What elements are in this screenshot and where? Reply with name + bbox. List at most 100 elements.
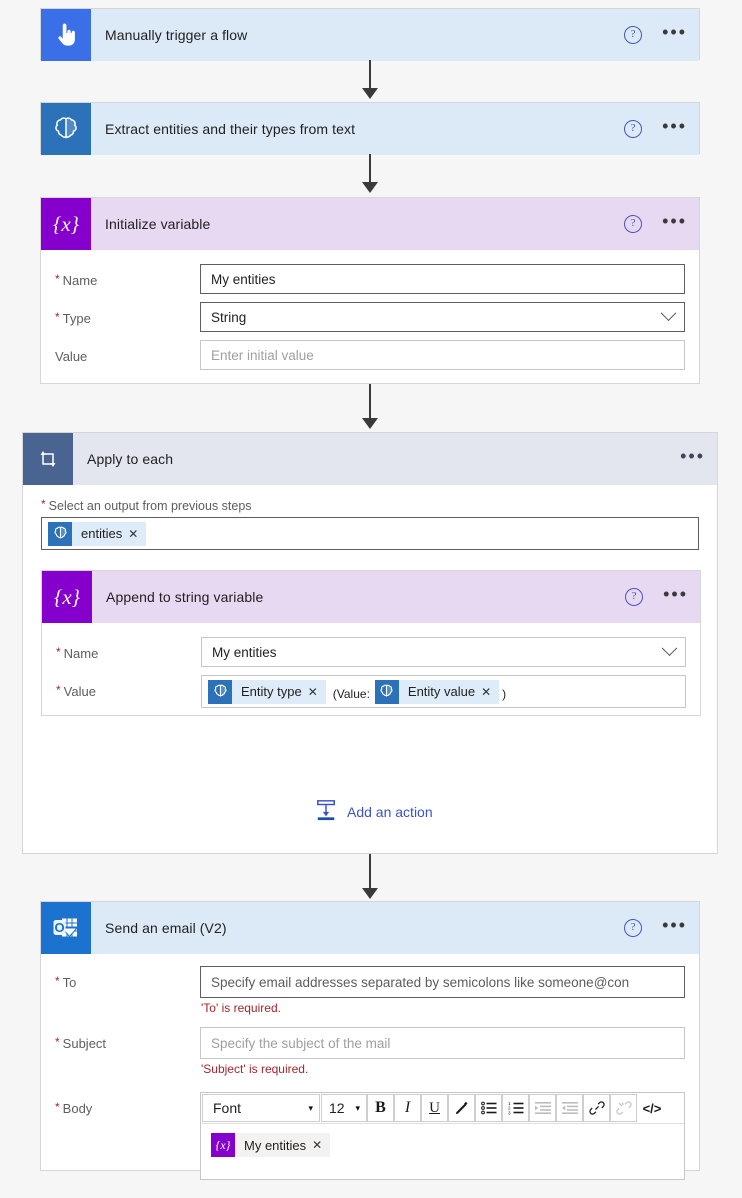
help-icon[interactable]: ? — [624, 215, 643, 233]
remove-token-icon[interactable]: ✕ — [481, 684, 492, 699]
card-header-actions[interactable]: ? ••• — [624, 9, 687, 61]
email-subject-input[interactable]: Specify the subject of the mail — [200, 1027, 685, 1059]
field-control: Entity type ✕ (Value: — [201, 675, 686, 708]
card-title: Append to string variable — [106, 589, 264, 605]
remove-token-icon[interactable]: ✕ — [312, 1138, 323, 1152]
field-control: My entities — [201, 637, 686, 667]
email-body-editor[interactable]: {x} My entities ✕ — [201, 1124, 684, 1179]
field-row-body: Body Font ▾ 12 ▾ B I U — [41, 1080, 699, 1184]
card-header[interactable]: O Send an email (V2) ? ••• — [41, 902, 699, 954]
rich-text-editor[interactable]: Font ▾ 12 ▾ B I U — [200, 1092, 685, 1180]
field-control: Font ▾ 12 ▾ B I U — [200, 1092, 685, 1180]
help-icon[interactable]: ? — [624, 919, 643, 937]
variable-braces-icon: {x} — [211, 1133, 235, 1157]
field-label-value: Value — [56, 675, 201, 699]
token-chip-entity-value[interactable]: Entity value ✕ — [374, 679, 500, 704]
apply-to-each-body: Select an output from previous steps ent… — [23, 485, 717, 550]
add-an-action-label: Add an action — [347, 803, 433, 820]
code-view-icon[interactable]: </> — [642, 1100, 662, 1116]
help-icon[interactable]: ? — [624, 120, 643, 138]
rich-text-toolbar[interactable]: Font ▾ 12 ▾ B I U — [201, 1093, 684, 1124]
card-body: To Specify email addresses separated by … — [41, 954, 699, 1198]
step-card-send-an-email[interactable]: O Send an email (V2) ? ••• To Specify em… — [40, 901, 700, 1180]
field-label-subject: Subject — [55, 1027, 200, 1051]
apply-to-each-output-input[interactable]: entities ✕ — [41, 517, 699, 550]
step-card-apply-to-each[interactable]: Apply to each ••• Select an output from … — [22, 432, 718, 854]
numbered-list-icon[interactable]: 1 2 3 — [502, 1094, 529, 1122]
field-row-value: Value Enter initial value — [41, 336, 699, 374]
chevron-down-icon: ▾ — [308, 1102, 313, 1113]
append-value-input[interactable]: Entity type ✕ (Value: — [201, 675, 686, 708]
subject-error-message: 'Subject' is required. — [201, 1062, 309, 1076]
field-label-body: Body — [55, 1092, 200, 1116]
connector-arrow-4 — [362, 888, 378, 899]
variable-type-select[interactable]: String — [200, 302, 685, 332]
variable-type-value: String — [211, 309, 247, 325]
variable-value-input[interactable]: Enter initial value — [200, 340, 685, 370]
variable-name-input[interactable]: My entities — [200, 264, 685, 294]
connector-line-3 — [369, 384, 371, 424]
card-header-actions[interactable]: ••• — [680, 433, 705, 485]
field-control: Specify email addresses separated by sem… — [200, 966, 685, 1015]
bold-icon[interactable]: B — [367, 1094, 394, 1122]
variable-braces-icon: {x} — [42, 571, 92, 623]
step-card-append-to-string-variable[interactable]: {x} Append to string variable ? ••• Name… — [41, 570, 701, 716]
highlight-pen-icon[interactable] — [448, 1094, 475, 1122]
svg-text:2: 2 — [508, 1106, 511, 1111]
indent-icon[interactable] — [529, 1094, 556, 1122]
value-separator-close: ) — [502, 687, 507, 701]
connector-line-4 — [369, 854, 371, 894]
field-row-value: Value Entity type — [42, 671, 700, 712]
field-row-to: To Specify email addresses separated by … — [41, 962, 699, 1019]
append-variable-name-select[interactable]: My entities — [201, 637, 686, 667]
chevron-down-icon — [660, 304, 677, 321]
card-header-actions[interactable]: ? ••• — [625, 571, 688, 623]
card-header[interactable]: {x} Append to string variable ? ••• — [42, 571, 700, 623]
svg-text:1: 1 — [508, 1101, 511, 1106]
font-family-select[interactable]: Font ▾ — [202, 1094, 320, 1122]
remove-token-icon[interactable]: ✕ — [128, 526, 139, 541]
connector-line-2 — [369, 154, 371, 184]
unlink-icon[interactable] — [610, 1094, 637, 1122]
card-header[interactable]: {x} Initialize variable ? ••• — [41, 198, 699, 250]
card-header-actions[interactable]: ? ••• — [624, 198, 687, 250]
add-an-action-button[interactable]: Add an action — [315, 799, 433, 824]
svg-text:O: O — [54, 920, 64, 935]
card-header[interactable]: Manually trigger a flow ? ••• — [41, 9, 699, 61]
overflow-menu-icon[interactable]: ••• — [663, 584, 688, 604]
card-title: Initialize variable — [105, 216, 211, 232]
to-error-message: 'To' is required. — [201, 1001, 281, 1015]
overflow-menu-icon[interactable]: ••• — [680, 446, 705, 466]
overflow-menu-icon[interactable]: ••• — [662, 211, 687, 231]
field-row-type: Type String — [41, 298, 699, 336]
link-icon[interactable] — [583, 1094, 610, 1122]
overflow-menu-icon[interactable]: ••• — [662, 915, 687, 935]
help-icon[interactable]: ? — [625, 588, 644, 606]
ai-builder-brain-icon — [208, 679, 232, 704]
overflow-menu-icon[interactable]: ••• — [662, 22, 687, 42]
remove-token-icon[interactable]: ✕ — [307, 684, 318, 699]
help-icon[interactable]: ? — [624, 26, 643, 44]
bulleted-list-icon[interactable] — [475, 1094, 502, 1122]
token-chip-entity-type[interactable]: Entity type ✕ — [208, 679, 326, 704]
email-to-input[interactable]: Specify email addresses separated by sem… — [200, 966, 685, 998]
card-header-actions[interactable]: ? ••• — [624, 902, 687, 954]
overflow-menu-icon[interactable]: ••• — [662, 116, 687, 136]
token-chip-my-entities[interactable]: {x} My entities ✕ — [211, 1133, 331, 1157]
font-size-select[interactable]: 12 ▾ — [321, 1094, 367, 1122]
card-header[interactable]: Apply to each ••• — [23, 433, 717, 485]
token-chip-label: entities — [81, 526, 123, 541]
ai-builder-brain-icon — [48, 521, 72, 546]
step-card-initialize-variable[interactable]: {x} Initialize variable ? ••• Name My en… — [40, 197, 700, 384]
step-card-extract-entities[interactable]: Extract entities and their types from te… — [40, 102, 700, 155]
outdent-icon[interactable] — [556, 1094, 583, 1122]
card-header-actions[interactable]: ? ••• — [624, 103, 687, 155]
field-label-to: To — [55, 966, 200, 990]
card-title: Manually trigger a flow — [105, 27, 248, 43]
token-chip-entities[interactable]: entities ✕ — [48, 521, 147, 546]
step-card-trigger[interactable]: Manually trigger a flow ? ••• — [40, 8, 700, 61]
italic-icon[interactable]: I — [394, 1094, 421, 1122]
underline-icon[interactable]: U — [421, 1094, 448, 1122]
font-family-value: Font — [213, 1100, 242, 1116]
card-header[interactable]: Extract entities and their types from te… — [41, 103, 699, 155]
